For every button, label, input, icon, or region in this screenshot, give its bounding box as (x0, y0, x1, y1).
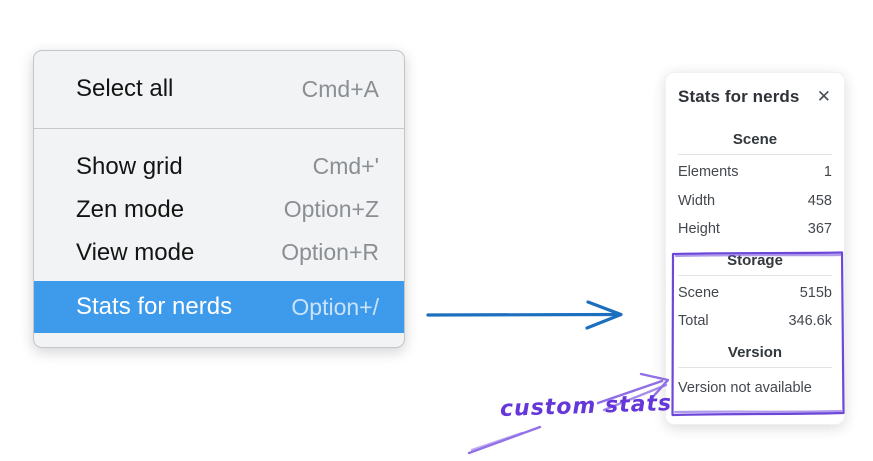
stat-row-width: Width 458 (678, 187, 832, 216)
menu-item-label: Select all (76, 75, 174, 102)
menu-item-label: Show grid (76, 152, 183, 180)
menu-item-stats-for-nerds[interactable]: Stats for nerds Option+/ (34, 281, 404, 333)
stat-row-total-storage: Total 346.6k (678, 307, 832, 336)
section-divider (678, 154, 832, 155)
section-divider (678, 274, 832, 276)
stat-label: Width (678, 192, 716, 209)
menu-item-select-all[interactable]: Select all Cmd+A (34, 61, 404, 117)
menu-item-shortcut: Option+Z (283, 196, 379, 222)
stats-panel: Stats for nerds ✕ Scene Elements 1 Width… (665, 72, 845, 425)
custom-stats-underline-arrow (467, 425, 542, 455)
menu-item-label: View mode (76, 238, 195, 266)
menu-item-shortcut: Cmd+A (301, 75, 379, 102)
section-heading-scene: Scene (732, 131, 778, 148)
menu-item-label: Zen mode (76, 195, 185, 223)
stats-panel-header: Stats for nerds ✕ (678, 87, 832, 107)
blue-arrow (426, 300, 623, 330)
menu-item-shortcut: Option+R (281, 239, 379, 265)
stat-label: Height (678, 221, 720, 237)
menu-item-show-grid[interactable]: Show grid Cmd+' (34, 145, 404, 188)
section-heading-version: Version (727, 343, 783, 361)
menu-divider (34, 128, 404, 129)
custom-stats-label: custom stats (499, 391, 673, 422)
stat-label: Total (678, 313, 709, 329)
section-divider (678, 366, 832, 368)
stat-value: 1 (823, 164, 832, 180)
stat-value: 515b (799, 284, 832, 301)
stat-label: Elements (678, 164, 739, 180)
section-heading-storage: Storage (727, 251, 783, 269)
stat-value: 367 (807, 221, 832, 237)
stat-row-elements: Elements 1 (678, 158, 832, 187)
context-menu: Select all Cmd+A Show grid Cmd+' Zen mod… (33, 50, 405, 348)
menu-item-label: Stats for nerds (76, 293, 233, 320)
stats-panel-title: Stats for nerds (678, 87, 800, 106)
stat-row-scene-storage: Scene 515b (678, 279, 832, 308)
stat-value: 458 (807, 192, 832, 209)
menu-item-view-mode[interactable]: View mode Option+R (34, 231, 404, 274)
menu-item-zen-mode[interactable]: Zen mode Option+Z (34, 188, 404, 231)
menu-item-shortcut: Cmd+' (312, 153, 379, 179)
close-icon[interactable]: ✕ (816, 86, 831, 107)
stat-row-height: Height 367 (678, 215, 832, 244)
custom-stats-arrow (596, 372, 670, 412)
version-note: Version not available (678, 379, 812, 396)
menu-item-shortcut: Option+/ (291, 293, 379, 320)
stat-value: 346.6k (788, 313, 832, 329)
stat-label: Scene (678, 284, 720, 301)
